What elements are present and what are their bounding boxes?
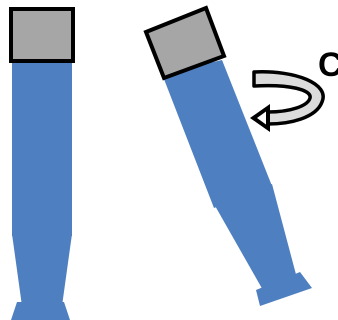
tilted-limb-figure: C: [143, 5, 338, 306]
rotation-arrow-head-inner: [257, 111, 266, 125]
rotation-label: C: [318, 46, 338, 84]
tilted-limb-taper: [214, 184, 298, 292]
straight-limb-foot: [11, 302, 70, 320]
tilted-limb-body: [162, 60, 272, 208]
straight-limb-body: [12, 58, 72, 236]
tilted-limb-cap: [143, 5, 227, 81]
straight-limb-figure: [9, 7, 75, 320]
rotation-arrow-icon: [250, 70, 325, 132]
straight-limb-taper: [12, 234, 72, 306]
straight-limb-cap: [9, 7, 75, 63]
tilted-limb-foot: [256, 272, 312, 306]
